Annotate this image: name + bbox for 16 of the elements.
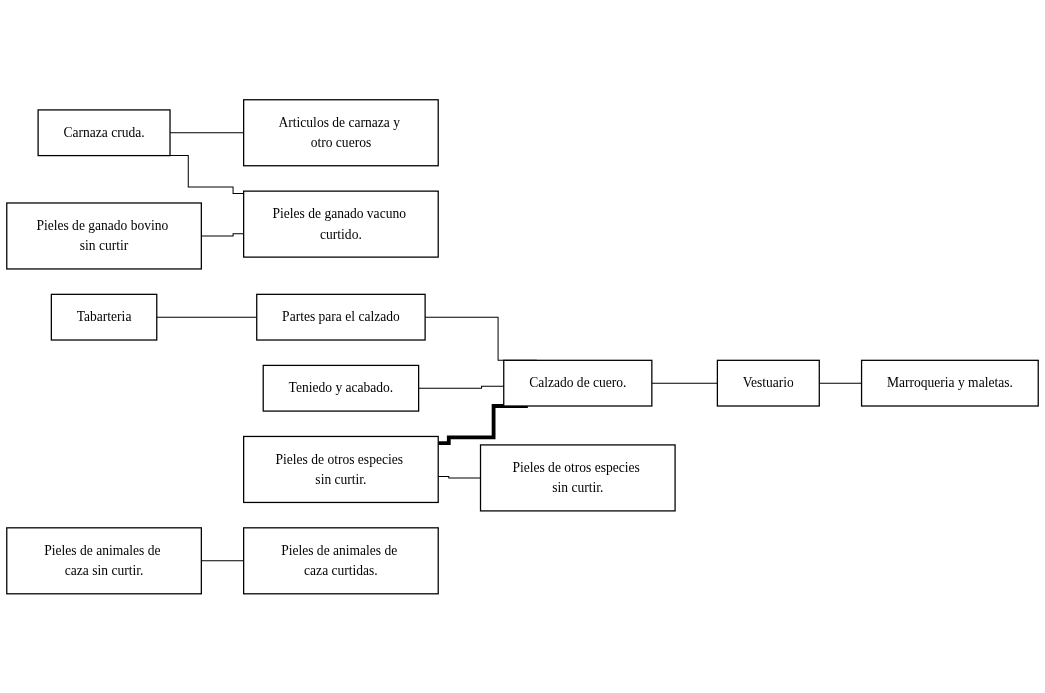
node-box: Articulos de carnaza y otro cueros: [243, 98, 439, 167]
node-box: Pieles de animales de caza curtidas.: [243, 526, 439, 595]
node-box: Pieles de ganado vacuno curtido.: [243, 190, 439, 258]
node-box: Partes para el calzado: [256, 293, 426, 341]
node-box: Tabarteria: [50, 293, 158, 341]
connector: [651, 382, 718, 384]
node-box: Pieles de animales de caza sin curtir.: [6, 526, 202, 595]
node-box: Calzado de cuero.: [503, 359, 653, 407]
node-box: Pieles de otros especies sin curtir.: [243, 435, 439, 503]
node-box: Teniedo y acabado.: [262, 364, 420, 412]
connector: [438, 403, 528, 445]
node-box: Carnaza cruda.: [37, 109, 171, 156]
node-box: Pieles de otros especies sin curtir.: [479, 444, 676, 512]
node-box: Vestuario: [716, 359, 820, 407]
node-box: Marroqueria y maletas.: [860, 359, 1039, 407]
node-box: Pieles de ganado bovino sin curtir: [6, 202, 202, 270]
